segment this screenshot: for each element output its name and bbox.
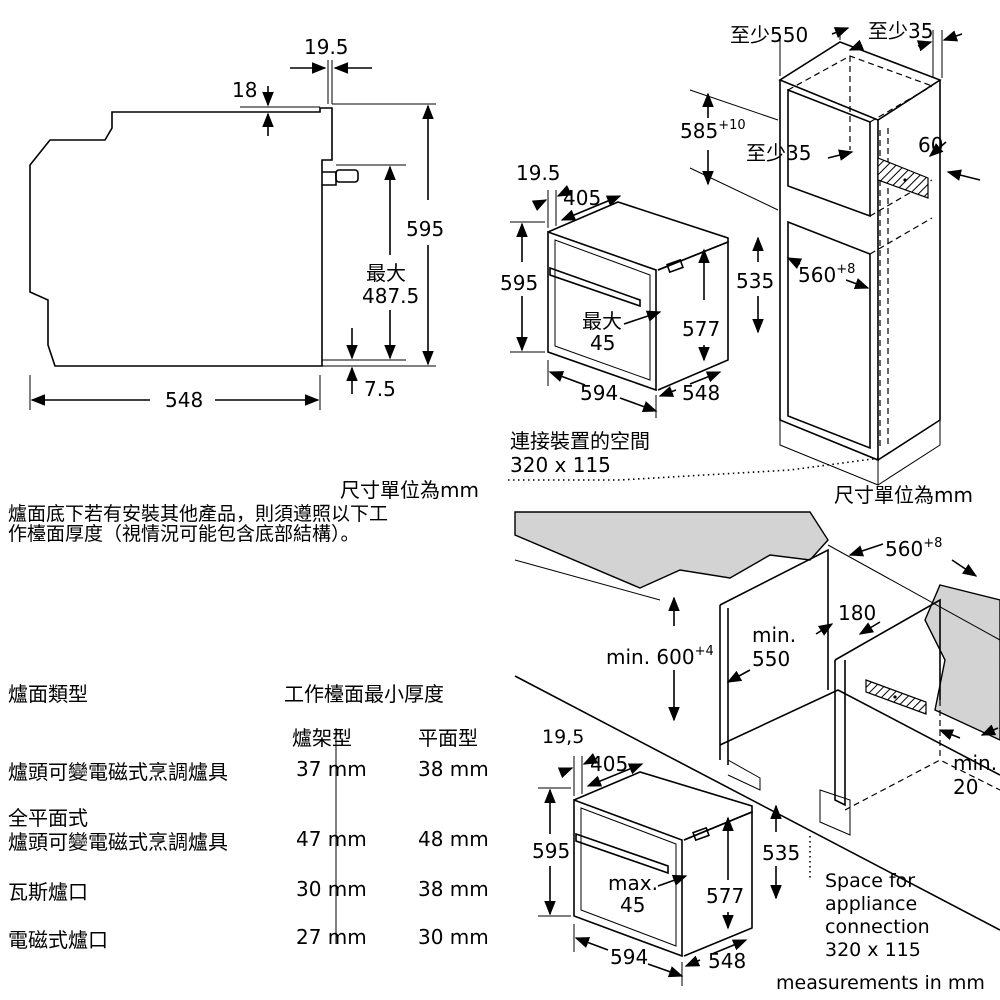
table-row-rack: 47 mm <box>296 827 367 851</box>
upper-dim-depth: 548 <box>682 381 720 405</box>
uc-min-label: min. <box>752 623 796 647</box>
side-dim-top: 19.5 <box>304 35 349 59</box>
lower-dim-width: 594 <box>610 945 648 969</box>
table-col-flat: 平面型 <box>418 726 478 750</box>
uc-min-height: min. 600+4 <box>606 644 714 669</box>
table-col-rack: 爐架型 <box>292 726 352 750</box>
table-row-flat: 48 mm <box>418 827 489 851</box>
table-row-rack: 27 mm <box>296 925 367 949</box>
side-dim-height: 595 <box>406 217 444 241</box>
uc-dim-180: 180 <box>838 601 876 625</box>
upper-dim-front: 19.5 <box>516 161 561 185</box>
side-dim-bottom: 7.5 <box>364 377 396 401</box>
lower-dim-height: 595 <box>532 839 570 863</box>
side-dim-gap: 18 <box>232 78 257 102</box>
table-row-flat: 38 mm <box>418 757 489 781</box>
units-left-zh: 尺寸單位為mm <box>340 478 479 502</box>
table-row-flat: 38 mm <box>418 877 489 901</box>
table-row-name-2: 爐頭可變電磁式烹調爐具 <box>8 830 228 854</box>
lower-dim-depth: 548 <box>708 949 746 973</box>
upper-dim-max-value: 45 <box>590 331 615 355</box>
table-row-name: 電磁式爐口 <box>8 928 108 952</box>
lower-dim-inner-height: 535 <box>762 841 800 865</box>
uc-min-depth: 550 <box>752 647 790 671</box>
cab-niche-width-base: 560+8 <box>798 262 855 287</box>
upper-dim-inner: 577 <box>682 317 720 341</box>
uc-niche-width-base: 560+8 <box>885 536 942 561</box>
cab-min-gap-inner: 至少35 <box>746 141 811 165</box>
connection-space-zh-line2: 320 x 115 <box>510 453 611 477</box>
note-line-1: 爐面底下若有安裝其他產品，則須遵照以下工 <box>8 503 389 525</box>
table-header-thickness: 工作檯面最小厚度 <box>284 682 444 706</box>
upper-dim-width: 594 <box>580 381 618 405</box>
lower-dim-max-value: 45 <box>620 893 645 917</box>
cab-min-gap: 至少35 <box>868 19 933 43</box>
connection-space-zh-line1: 連接裝置的空間 <box>510 429 650 453</box>
table-row-flat: 30 mm <box>418 925 489 949</box>
lower-dim-max-label: max. <box>608 871 658 895</box>
connection-space-en-line4: 320 x 115 <box>825 939 921 961</box>
table-row-name: 爐頭可變電磁式烹調爐具 <box>8 760 228 784</box>
table-header-type: 爐面類型 <box>8 682 88 706</box>
upper-dim-inner-height: 535 <box>736 269 774 293</box>
uc-min-side-value: 20 <box>953 775 978 799</box>
units-en: measurements in mm <box>776 972 985 994</box>
cab-niche-height-base: 585+10 <box>680 118 746 143</box>
side-dim-max-value: 487.5 <box>362 284 419 308</box>
tall-cabinet-drawing <box>508 27 981 486</box>
upper-dim-height: 595 <box>500 271 538 295</box>
upper-dim-width-top: 405 <box>563 186 601 210</box>
lower-dim-front: 19,5 <box>542 726 584 748</box>
side-dim-max-label: 最大 <box>366 261 406 285</box>
upper-dim-max-label: 最大 <box>582 309 622 333</box>
upper-oven-drawing <box>510 185 764 418</box>
table-row-rack: 37 mm <box>296 757 367 781</box>
side-dim-depth: 548 <box>165 388 203 412</box>
lower-dim-width-top: 405 <box>590 752 628 776</box>
side-view-drawing <box>29 60 436 410</box>
connection-space-en-line2: appliance <box>825 893 917 915</box>
cab-vent: 60 <box>918 133 943 157</box>
connection-space-en-line3: connection <box>825 916 930 938</box>
connection-space-en-line1: Space for <box>825 870 915 892</box>
table-row-name: 瓦斯爐口 <box>8 880 88 904</box>
table-row-name: 全平面式 <box>8 806 88 830</box>
table-row-rack: 30 mm <box>296 877 367 901</box>
uc-min-side-label: min. <box>953 751 997 775</box>
under-counter-drawing <box>514 511 1000 931</box>
note-line-2: 作檯面厚度（視情況可能包含底部結構）。 <box>8 523 360 545</box>
cab-min-depth: 至少550 <box>730 23 808 47</box>
units-right-zh: 尺寸單位為mm <box>834 483 973 507</box>
lower-dim-inner: 577 <box>706 884 744 908</box>
lower-oven-drawing <box>538 753 782 986</box>
